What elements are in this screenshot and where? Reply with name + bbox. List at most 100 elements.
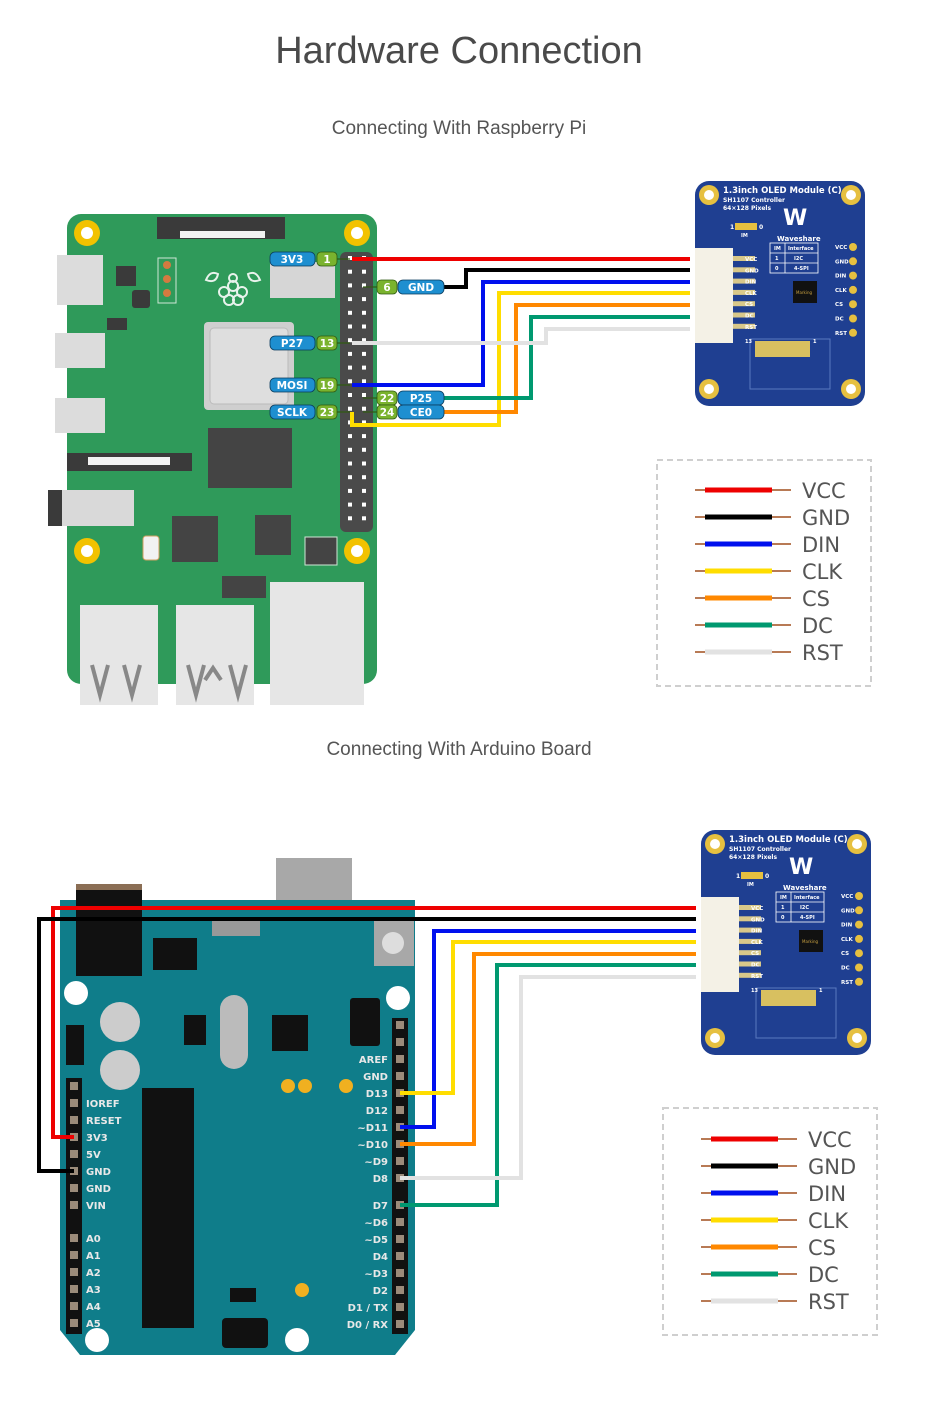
svg-text:4-SPI: 4-SPI xyxy=(800,915,815,921)
oled-side-pin-label: DC xyxy=(841,966,850,972)
oled-pin-label: GND xyxy=(745,268,759,274)
legend-label: DC xyxy=(802,614,833,638)
oled-side-pin-label: DC xyxy=(835,317,844,323)
pin-number: 24 xyxy=(380,407,395,419)
wire-rst xyxy=(400,975,696,1180)
gpio-pin xyxy=(348,283,352,288)
legend-label: CS xyxy=(802,587,830,611)
oled-side-pad xyxy=(855,963,863,972)
micro-hdmi-port-1 xyxy=(55,398,105,433)
pin-label: D1 / TX xyxy=(348,1303,389,1314)
header-pin xyxy=(396,1157,404,1165)
oled-side-pin-label: CLK xyxy=(835,288,848,294)
gpio-pin xyxy=(348,338,352,343)
svg-text:IM: IM xyxy=(780,895,787,901)
wire-gnd xyxy=(37,917,696,1173)
header-pin xyxy=(396,1106,404,1114)
header-pin xyxy=(70,1184,78,1192)
legend-item-cs: CS xyxy=(701,1236,836,1260)
svg-text:Interface: Interface xyxy=(794,895,820,901)
wire-clk xyxy=(350,291,690,427)
gpio-pin xyxy=(348,406,352,411)
gpio-pin xyxy=(348,324,352,329)
gpio-pin xyxy=(348,310,352,315)
svg-text:0: 0 xyxy=(775,266,779,272)
pin-label-ce0: 24 CE0 xyxy=(363,404,445,420)
fpc-connector xyxy=(761,990,816,1006)
pin-label: D4 xyxy=(373,1252,388,1263)
legend-label: VCC xyxy=(808,1128,852,1152)
raspberry-pi-board xyxy=(48,214,377,705)
pin-label: GND xyxy=(86,1184,111,1195)
svg-text:Interface: Interface xyxy=(788,246,814,252)
gpio-name: MOSI xyxy=(277,380,308,392)
svg-text:1: 1 xyxy=(781,905,785,911)
pin-label: A5 xyxy=(86,1319,101,1330)
gpio-pin xyxy=(348,475,352,480)
pin-label: AREF xyxy=(359,1055,388,1066)
gpio-pin xyxy=(348,269,352,274)
oled-title: 1.3inch OLED Module (C) xyxy=(729,835,848,845)
oled-side-pad xyxy=(855,920,863,929)
oled-pin-label: CS xyxy=(751,951,759,957)
gpio-name: CE0 xyxy=(410,407,432,419)
pin-label: ~D9 xyxy=(364,1157,388,1168)
oled-side-pin-label: RST xyxy=(841,980,853,986)
svg-text:13: 13 xyxy=(751,988,758,994)
gpio-pin xyxy=(362,338,366,343)
oled-pin-label: RST xyxy=(751,974,763,980)
oled-side-pin-label: CS xyxy=(841,951,849,957)
oled-pin-label: VCC xyxy=(745,257,757,263)
gpio-pin xyxy=(348,516,352,521)
oled-pin-label: DIN xyxy=(745,280,757,286)
oled-resolution: 64×128 Pixels xyxy=(723,205,771,212)
ram-chip xyxy=(208,428,292,488)
interface-table xyxy=(769,242,819,274)
micro-hdmi-port-0 xyxy=(55,333,105,368)
gpio-pin xyxy=(348,461,352,466)
pin-number: 6 xyxy=(383,282,390,294)
legend-label: CLK xyxy=(808,1209,849,1233)
pin-label: D7 xyxy=(373,1201,388,1212)
legend-item-vcc: VCC xyxy=(701,1128,852,1152)
pin-label: A2 xyxy=(86,1268,101,1279)
oled-pin-label: CS xyxy=(745,302,753,308)
gpio-pin xyxy=(348,365,352,370)
legend-label: DC xyxy=(808,1263,839,1287)
raspberry-pi-logo-icon xyxy=(204,271,262,306)
gpio-name: SCLK xyxy=(277,407,308,419)
oled-pin-label: CLK xyxy=(751,940,764,946)
gpio-pin xyxy=(362,516,366,521)
oled-side-pin-label: DIN xyxy=(841,923,853,929)
header-pin xyxy=(70,1150,78,1158)
oled-side-pin-label: VCC xyxy=(835,245,847,251)
wire-clk xyxy=(400,940,696,1095)
atmega-chip xyxy=(142,1088,194,1328)
gpio-pin xyxy=(348,297,352,302)
oled-side-pad xyxy=(855,977,863,986)
pin-number: 19 xyxy=(320,380,335,392)
svg-text:1: 1 xyxy=(736,873,740,880)
crystal xyxy=(220,995,248,1069)
gpio-pin xyxy=(348,379,352,384)
gpio-pin xyxy=(362,475,366,480)
gpio-pin xyxy=(362,379,366,384)
gpio-pin xyxy=(362,351,366,356)
svg-text:1: 1 xyxy=(819,988,823,994)
oled-side-pin-label: DIN xyxy=(835,274,847,280)
ethernet-port xyxy=(270,582,364,705)
header-pin xyxy=(70,1201,78,1209)
legend-item-gnd: GND xyxy=(701,1155,856,1179)
oled-side-pin-label: RST xyxy=(835,331,847,337)
oled-controller: SH1107 Controller xyxy=(723,197,785,204)
pin-label: GND xyxy=(363,1072,388,1083)
legend-item-rst: RST xyxy=(695,641,843,665)
oled-side-pin-label: CLK xyxy=(841,937,854,943)
pin-label: 5V xyxy=(86,1150,101,1161)
arduino-wires xyxy=(37,906,696,1207)
wire-cs xyxy=(400,952,696,1146)
svg-text:I2C: I2C xyxy=(800,905,809,911)
pin-label: A1 xyxy=(86,1251,101,1262)
gpio-name: 3V3 xyxy=(281,254,304,266)
